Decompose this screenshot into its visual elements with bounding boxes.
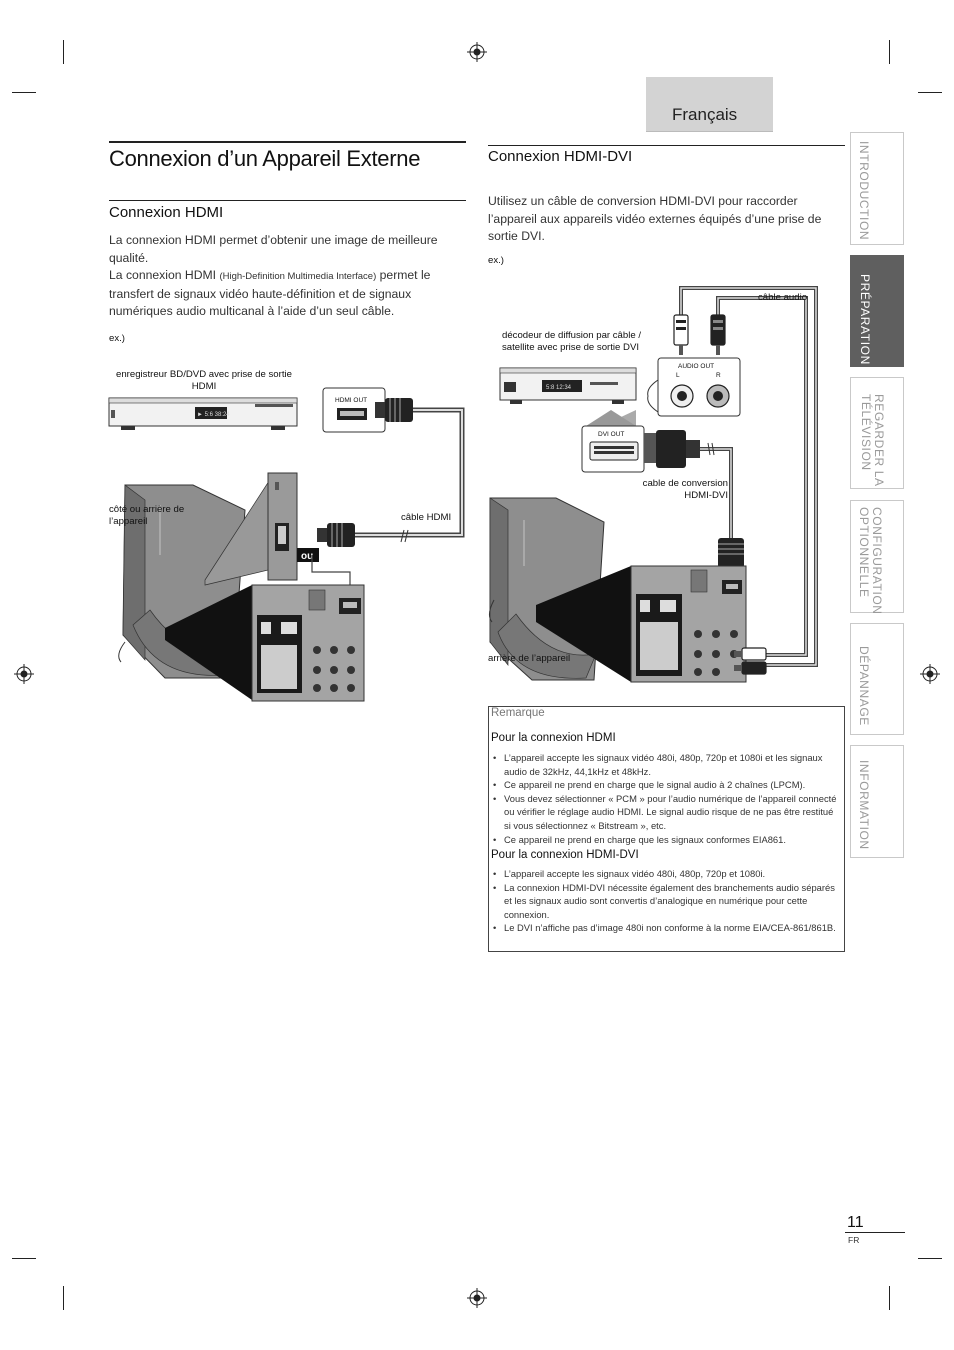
hdmi-paragraph: La connexion HDMI permet d’obtenir une i… — [109, 232, 467, 321]
list-item: L’appareil accepte les signaux vidéo 480… — [491, 867, 841, 881]
example-label: ex.) — [109, 333, 125, 344]
section-heading-hdmi: Connexion HDMI — [109, 204, 224, 221]
rca-plug-icon — [734, 647, 767, 661]
side-tab-configuration-optionnelle[interactable]: CONFIGURATION OPTIONNELLE — [850, 500, 904, 615]
note-box: Remarque Pour la connexion HDMI L’appare… — [488, 706, 845, 952]
hdmi-plug-icon — [317, 523, 355, 547]
side-tab-preparation[interactable]: PRÉPARATION — [850, 255, 904, 367]
dvi-out-label: DVI OUT — [598, 431, 624, 438]
page-language: FR — [848, 1235, 860, 1245]
ou-label: ou — [301, 551, 313, 562]
registration-mark-icon — [920, 664, 940, 684]
list-item: Ce appareil ne prend en charge que le si… — [491, 778, 841, 792]
side-tab-label: CONFIGURATION OPTIONNELLE — [857, 507, 884, 615]
tv-side-panel — [267, 472, 298, 581]
language-tab: Français — [646, 77, 773, 132]
decoder-label: décodeur de diffusion par câble / satell… — [502, 330, 642, 353]
tv-rear-label: arrière de l’appareil — [488, 653, 571, 664]
list-item: Vous devez sélectionner « PCM » pour l’a… — [491, 792, 841, 833]
tv-rear-panel — [251, 584, 365, 702]
hdmi-out-label: HDMI OUT — [335, 397, 367, 404]
audio-out-callout: AUDIO OUT L R — [657, 357, 741, 417]
conversion-cable-label: cable de conversion HDMI-DVI — [642, 478, 728, 501]
hdmi-connection-diagram: ► 5:6 38:24 HDMI OUT — [108, 387, 465, 702]
note-list-hdmi: L’appareil accepte les signaux vidéo 480… — [491, 751, 841, 846]
language-label: Français — [672, 105, 738, 124]
note-list-hdmi-dvi: L’appareil accepte les signaux vidéo 480… — [491, 867, 841, 935]
side-tab-depannage[interactable]: DÉPANNAGE — [850, 623, 904, 735]
tv-rear-panel — [630, 565, 747, 683]
audio-right-label: R — [716, 372, 721, 379]
hdmi-plug-icon — [375, 398, 413, 422]
section-heading-hdmi-dvi: Connexion HDMI-DVI — [488, 148, 633, 165]
side-tab-introduction[interactable]: INTRODUCTION — [850, 132, 904, 245]
note-subheading-hdmi: Pour la connexion HDMI — [491, 732, 616, 744]
side-tab-label: REGARDER LA TÉLÉVISION — [859, 394, 886, 487]
rca-plug-icon — [710, 314, 726, 355]
registration-mark-icon — [467, 42, 487, 62]
hdmi-paragraph-1: La connexion HDMI permet d’obtenir une i… — [109, 233, 438, 265]
side-tab-label: PRÉPARATION — [858, 274, 872, 365]
list-item: Le DVI n’affiche pas d’image 480i non co… — [491, 921, 841, 935]
side-tab-label: INTRODUCTION — [857, 141, 871, 241]
example-label: ex.) — [488, 255, 504, 266]
recorder-display: ► 5:6 38:24 — [197, 412, 230, 418]
list-item: Ce appareil ne prend en charge que les s… — [491, 833, 841, 847]
rca-plug-icon — [673, 314, 689, 355]
registration-mark-icon — [14, 664, 34, 684]
note-title: Remarque — [491, 707, 545, 719]
hdmi-acronym-expansion: (High-Definition Multimedia Interface) — [219, 271, 377, 282]
hdmi-paragraph-2-pre: La connexion HDMI — [109, 268, 217, 282]
side-tab-regarder-la-television[interactable]: REGARDER LA TÉLÉVISION — [850, 377, 904, 489]
audio-cable-label: câble audio — [758, 292, 808, 303]
hdmi-cable-label: câble HDMI — [401, 512, 452, 523]
hdmi-dvi-connection-diagram: AUDIO OUT L R 5:8 12:34 DVI OUT — [488, 286, 818, 683]
recorder-label: enregistreur BD/DVD avec prise de sortie… — [116, 369, 292, 392]
rca-plug-icon — [734, 661, 767, 675]
page-title: Connexion d’un Appareil Externe — [109, 146, 421, 171]
list-item: La connexion HDMI-DVI nécessite égalemen… — [491, 881, 841, 922]
registration-mark-icon — [467, 1288, 487, 1308]
side-tab-information[interactable]: INFORMATION — [850, 745, 904, 858]
list-item: L’appareil accepte les signaux vidéo 480… — [491, 751, 841, 778]
side-tab-label: INFORMATION — [857, 760, 871, 850]
note-subheading-hdmi-dvi: Pour la connexion HDMI-DVI — [491, 849, 639, 861]
hdmi-out-callout: HDMI OUT — [322, 387, 386, 433]
cable-satellite-decoder: 5:8 12:34 — [499, 367, 637, 404]
dvi-out-callout: DVI OUT — [581, 425, 645, 473]
audio-left-label: L — [676, 372, 680, 379]
audio-out-label: AUDIO OUT — [678, 363, 714, 370]
bd-dvd-recorder: ► 5:6 38:24 — [108, 397, 298, 430]
side-tab-label: DÉPANNAGE — [857, 646, 871, 726]
dvi-plug-icon — [644, 430, 700, 468]
hdmi-paragraph-2-post: permet le transfert de signaux vidéo hau… — [109, 268, 431, 318]
decoder-display: 5:8 12:34 — [546, 385, 572, 391]
ou-badge — [297, 548, 319, 562]
tv-side-label: côté ou arrière de l’appareil — [109, 504, 185, 527]
page-number: 11 — [847, 1214, 864, 1231]
hdmi-dvi-paragraph: Utilisez un câble de conversion HDMI-DVI… — [488, 194, 822, 243]
